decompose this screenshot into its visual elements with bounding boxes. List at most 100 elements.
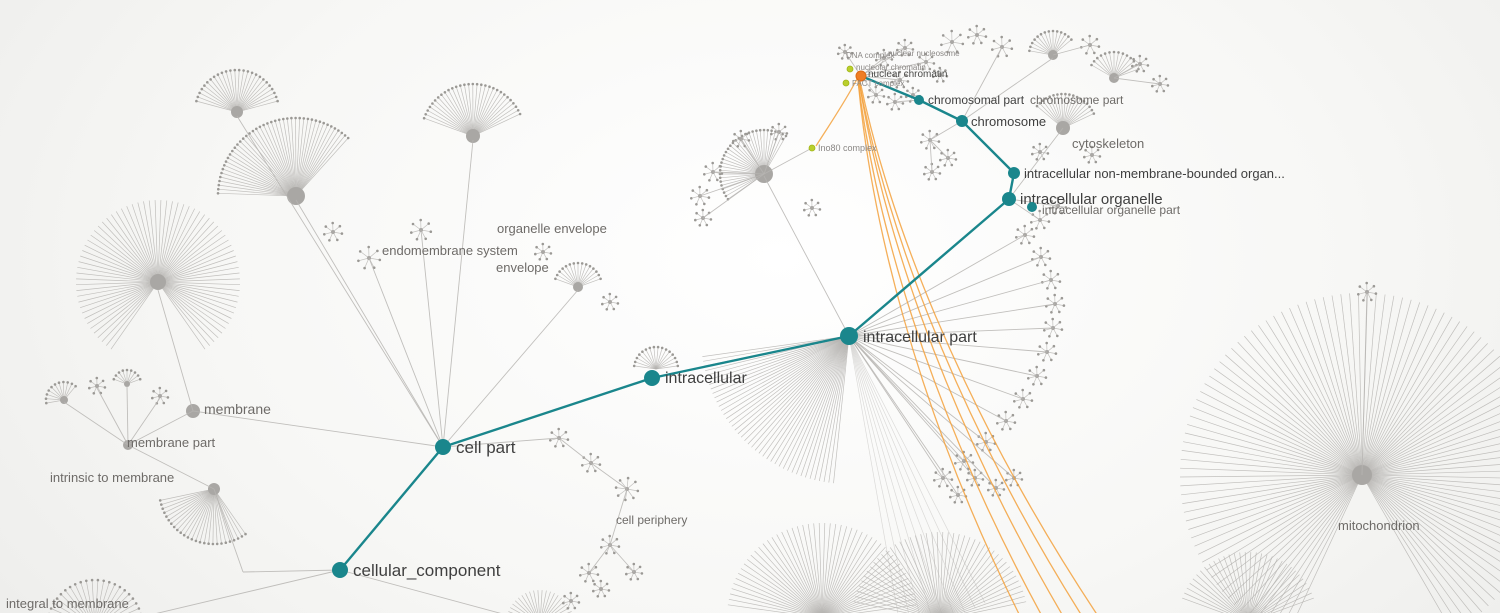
node-intracellular-organelle-part[interactable] xyxy=(1027,202,1037,212)
fan-line xyxy=(1227,474,1363,599)
graph-edge xyxy=(860,47,906,77)
cluster-hub[interactable] xyxy=(150,274,166,290)
fan-line xyxy=(1237,341,1363,476)
leaf-tip xyxy=(1047,30,1051,33)
leaf-tip xyxy=(770,132,773,136)
cluster-hub[interactable] xyxy=(287,187,305,205)
leaf-tip xyxy=(248,132,251,135)
node-intracellular-part[interactable] xyxy=(840,327,858,345)
fan-line xyxy=(295,124,328,197)
leaf-tip xyxy=(932,62,936,65)
node-chromosome[interactable] xyxy=(956,115,968,127)
node-label-chromosomal-part: chromosomal part xyxy=(928,93,1025,107)
fan-line xyxy=(839,593,914,613)
leaf-tip xyxy=(766,128,770,132)
leaf-tip xyxy=(911,48,915,51)
leaf-tip xyxy=(1129,56,1132,60)
cluster-hub[interactable] xyxy=(950,40,954,44)
leaf-tip xyxy=(1062,304,1066,307)
cluster-hub[interactable] xyxy=(95,384,99,388)
fan-line xyxy=(655,351,670,370)
nuclear-chromatin-node[interactable] xyxy=(855,70,867,82)
highlight-edge-orange xyxy=(815,78,858,147)
leaf-tip xyxy=(1068,93,1071,96)
fan-line xyxy=(914,535,939,613)
fan-line xyxy=(848,335,920,613)
leaf-tip xyxy=(73,583,77,586)
leaf-tip xyxy=(136,374,140,377)
fan-line xyxy=(106,590,125,613)
cluster-hub[interactable] xyxy=(569,599,573,603)
leaf-tip xyxy=(467,82,470,86)
leaf-tip xyxy=(198,91,201,95)
leaf-tip xyxy=(946,50,949,54)
leaf-tip xyxy=(562,444,565,448)
cluster-hub[interactable] xyxy=(1090,153,1094,157)
leaf-tip xyxy=(306,117,310,121)
fan-line xyxy=(1297,474,1363,613)
fan-line xyxy=(766,335,850,460)
fan-line xyxy=(823,529,858,613)
cluster-hub[interactable] xyxy=(124,381,130,387)
annotated-term-node[interactable] xyxy=(842,79,850,87)
fan-line xyxy=(1361,474,1500,513)
leaf-tip xyxy=(960,500,964,504)
fan-line xyxy=(1361,305,1429,476)
fan-line xyxy=(1361,331,1475,476)
leaf-tip xyxy=(594,565,598,569)
leaf-tip xyxy=(376,249,379,253)
node-label-intracellular-organelle: intracellular organelle xyxy=(1020,191,1163,208)
cluster-hub[interactable] xyxy=(975,33,979,37)
leaf-tip xyxy=(90,578,94,582)
fan-line xyxy=(889,547,936,613)
leaf-tip xyxy=(636,577,640,581)
cluster-hub[interactable] xyxy=(608,300,612,304)
annotated-term-node[interactable] xyxy=(846,65,854,73)
cluster-hub[interactable] xyxy=(466,129,480,143)
cluster-hub[interactable] xyxy=(231,106,243,118)
node-cellular-component[interactable] xyxy=(332,562,348,578)
cluster-hub[interactable] xyxy=(938,73,942,77)
leaf-tip xyxy=(950,478,954,481)
cluster-hub[interactable] xyxy=(573,282,583,292)
leaf-tip xyxy=(633,360,637,364)
leaf-tip xyxy=(592,579,595,583)
node-intracellular-non-membrane-bounded-organ[interactable] xyxy=(1008,167,1020,179)
leaf-tip xyxy=(1014,392,1018,395)
fan-line xyxy=(1258,325,1363,476)
fan-line xyxy=(157,261,238,283)
fan-line xyxy=(712,335,850,394)
fan-line xyxy=(1361,474,1500,544)
node-intracellular[interactable] xyxy=(644,370,660,386)
fan-line xyxy=(1361,428,1500,476)
leaf-tip xyxy=(664,348,668,351)
cluster-hub[interactable] xyxy=(599,587,603,591)
leaf-tip xyxy=(955,50,959,53)
leaf-tip xyxy=(739,129,743,133)
leaf-tip xyxy=(103,386,107,389)
annotated-term-node[interactable] xyxy=(808,144,816,152)
cluster-hub[interactable] xyxy=(1038,150,1042,154)
node-intracellular-organelle[interactable] xyxy=(1002,192,1016,206)
cluster-hub[interactable] xyxy=(158,394,162,398)
fan-line xyxy=(168,488,215,521)
leaf-tip xyxy=(984,35,988,38)
cluster-hub[interactable] xyxy=(810,206,814,210)
cluster-hub[interactable] xyxy=(331,230,335,234)
leaf-tip xyxy=(994,478,998,482)
fan-line xyxy=(455,86,474,137)
node-chromosomal-part[interactable] xyxy=(914,95,924,105)
leaf-tip xyxy=(1018,406,1021,409)
fan-line xyxy=(1179,474,1363,478)
cluster-hub[interactable] xyxy=(60,396,68,404)
cluster-hub[interactable] xyxy=(541,250,545,254)
node-cell-part[interactable] xyxy=(435,439,451,455)
graph-edge xyxy=(929,139,949,159)
fan-line xyxy=(758,546,818,613)
cluster-fan xyxy=(1179,292,1500,613)
fan-line xyxy=(1182,597,1225,613)
fan-line xyxy=(945,554,999,613)
leaf-tip xyxy=(690,197,693,200)
leaf-tip xyxy=(277,118,281,122)
